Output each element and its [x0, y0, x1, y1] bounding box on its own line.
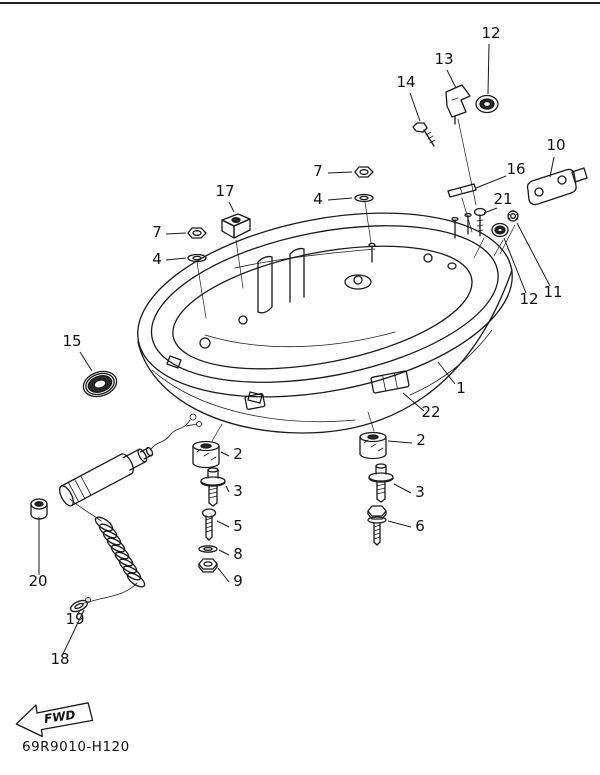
callout-21: 21	[483, 190, 513, 214]
cap-20	[30, 498, 48, 520]
bracket-13	[445, 84, 471, 125]
callout-label-22: 22	[421, 403, 440, 421]
callout-11: 11	[516, 222, 563, 301]
nut-7-right	[354, 166, 374, 178]
fwd-arrow: FWD	[15, 702, 94, 738]
callout-label-6: 6	[415, 517, 425, 535]
callout-12-right: 12	[503, 237, 539, 308]
callout-label-19: 19	[65, 610, 84, 628]
part-code: 69R9010-H120	[22, 739, 130, 755]
callout-label-15: 15	[62, 332, 81, 350]
clip-16	[447, 183, 477, 233]
bottom-cowling-pan	[137, 118, 516, 442]
callout-20: 20	[28, 517, 48, 590]
callout-4-right: 4	[313, 190, 353, 208]
washer-4-left	[187, 253, 207, 263]
bolt-3-right	[368, 463, 394, 503]
grommet-12-right	[491, 222, 509, 238]
callout-3-right: 3	[393, 483, 425, 501]
callout-label-2-right: 2	[416, 431, 426, 449]
callout-18: 18	[50, 609, 85, 668]
bolt-6	[367, 505, 387, 546]
callout-7-left: 7	[152, 223, 187, 241]
callout-label-4-left: 4	[152, 250, 162, 268]
stop-switch-18	[59, 413, 202, 507]
callout-label-7-left: 7	[152, 223, 162, 241]
callout-10: 10	[546, 136, 566, 178]
callout-label-4-right: 4	[313, 190, 323, 208]
washer-8	[198, 545, 218, 553]
callout-4-left: 4	[152, 250, 187, 268]
callout-2-right: 2	[387, 431, 426, 449]
callout-label-2-left: 2	[233, 445, 243, 463]
callout-label-10: 10	[546, 136, 565, 154]
callout-22: 22	[402, 392, 441, 421]
screw-21	[473, 207, 487, 237]
callout-label-12-top: 12	[481, 24, 500, 42]
callout-label-20: 20	[28, 572, 47, 590]
callout-9: 9	[217, 567, 243, 590]
callout-5: 5	[216, 517, 243, 535]
callout-label-5: 5	[233, 517, 243, 535]
callout-label-17: 17	[215, 182, 234, 200]
callout-label-9: 9	[233, 572, 243, 590]
callout-12-top: 12	[481, 24, 501, 95]
callout-6: 6	[387, 517, 425, 535]
nut-7-left	[187, 227, 207, 239]
bracket-10	[526, 167, 588, 206]
callout-13: 13	[434, 50, 457, 89]
callout-label-7-right: 7	[313, 162, 323, 180]
bolt-3-left	[200, 467, 226, 507]
callout-label-3-right: 3	[415, 483, 425, 501]
callout-2-left: 2	[220, 445, 243, 463]
damper-17	[221, 213, 251, 239]
callout-7-right: 7	[313, 162, 353, 180]
callout-3-left: 3	[225, 482, 243, 500]
callout-14: 14	[396, 73, 421, 122]
screw-5	[201, 508, 217, 541]
lanyard-19	[69, 498, 146, 613]
fwd-arrow-label: FWD	[43, 708, 76, 726]
mount-2-left	[192, 440, 220, 469]
washer-11	[507, 209, 519, 222]
grommet-12-top	[475, 94, 499, 114]
callout-label-8: 8	[233, 545, 243, 563]
callout-label-13: 13	[434, 50, 453, 68]
callout-label-11: 11	[543, 283, 562, 301]
callout-19: 19	[65, 608, 85, 628]
callout-label-12-right: 12	[519, 290, 538, 308]
callout-label-21: 21	[493, 190, 512, 208]
callout-1: 1	[437, 361, 466, 397]
washer-4-right	[354, 193, 374, 203]
callout-label-1: 1	[456, 379, 466, 397]
plug-15	[82, 370, 118, 398]
callout-15: 15	[62, 332, 93, 372]
bolt-14	[412, 122, 436, 147]
callout-16: 16	[475, 160, 526, 189]
callout-8: 8	[218, 545, 243, 563]
callout-label-3-left: 3	[233, 482, 243, 500]
callout-label-16: 16	[506, 160, 525, 178]
callout-17: 17	[215, 182, 235, 213]
mount-2-right	[359, 431, 387, 460]
nut-9	[198, 558, 218, 573]
callout-label-14: 14	[396, 73, 415, 91]
callout-label-18: 18	[50, 650, 69, 668]
